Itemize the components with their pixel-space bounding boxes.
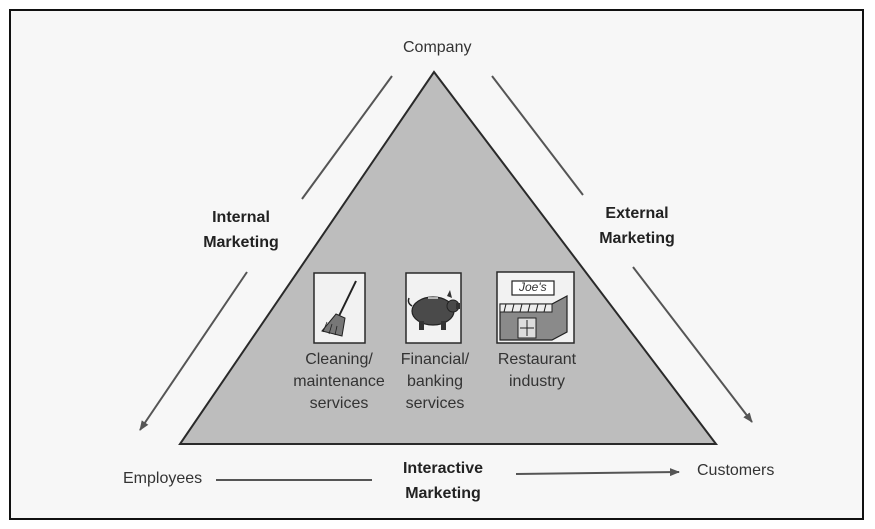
internal-marketing-label: Internal Marketing <box>203 209 279 251</box>
interactive-marketing-arrow <box>515 468 680 477</box>
restaurant-sign-text: Joe's <box>519 280 547 294</box>
service-label-restaurant: Restaurant industry <box>497 351 577 390</box>
external-marketing-line-upper <box>491 75 584 196</box>
internal-marketing-arrow <box>139 271 248 431</box>
external-marketing-label: External Marketing <box>599 205 675 247</box>
service-label-financial: Financial/ banking services <box>400 351 470 412</box>
external-marketing-arrow <box>632 266 753 423</box>
restaurant-icon <box>496 271 575 344</box>
broom-icon <box>313 272 366 344</box>
internal-marketing-line-upper <box>301 75 393 200</box>
customers-label: Customers <box>697 462 775 479</box>
employees-label: Employees <box>123 470 203 487</box>
piggy-bank-icon <box>405 272 462 344</box>
service-label-cleaning: Cleaning/ maintenance services <box>293 351 385 412</box>
interactive-marketing-label: Interactive Marketing <box>402 460 484 502</box>
marketing-triangle <box>178 70 719 445</box>
company-label: Company <box>403 39 472 56</box>
